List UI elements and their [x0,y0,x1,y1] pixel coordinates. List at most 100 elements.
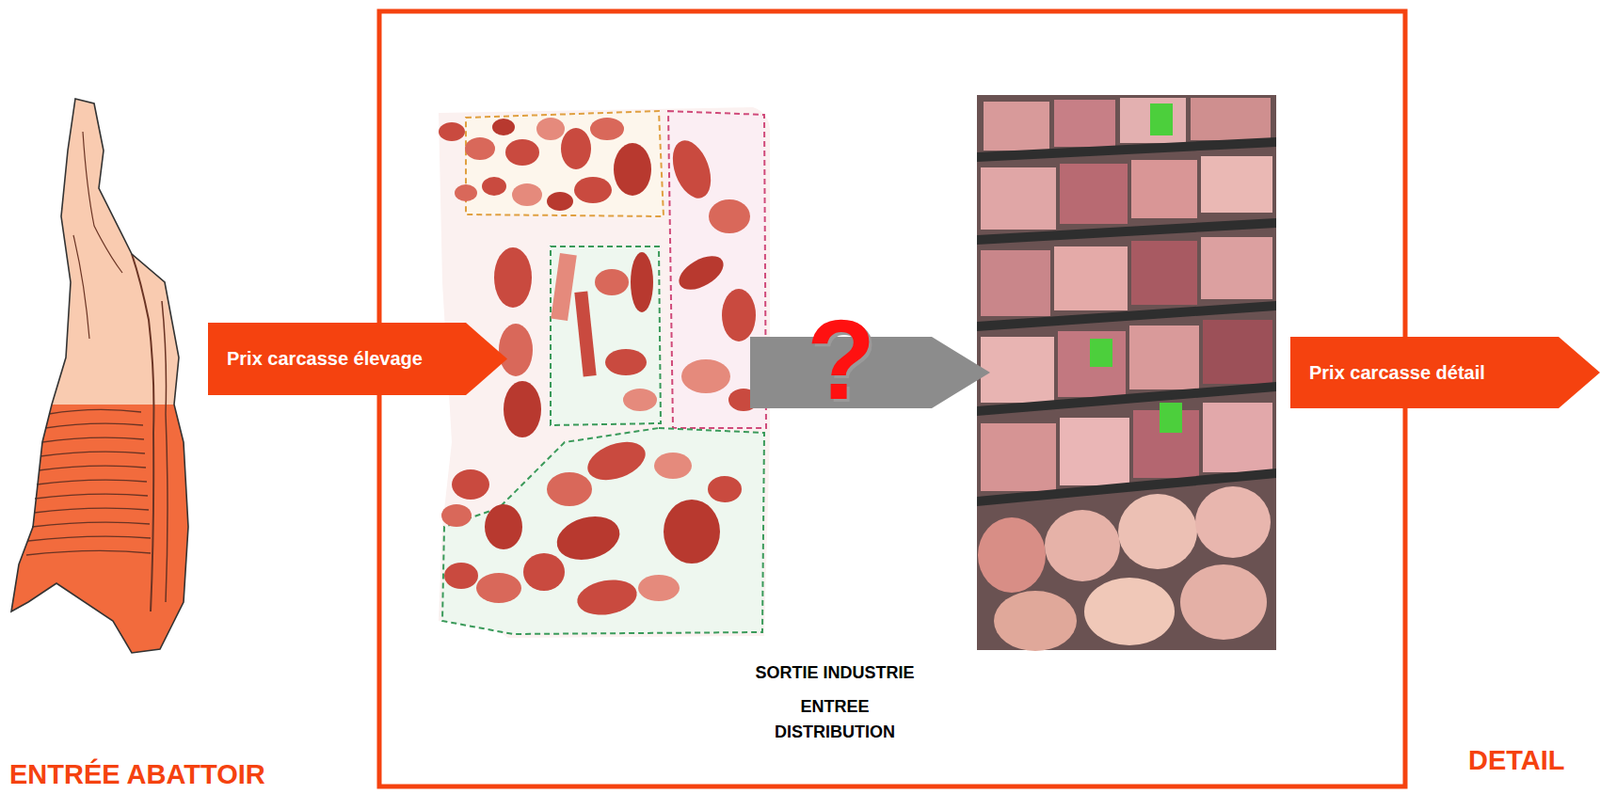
meat-cut [546,472,592,507]
meat-cut [536,117,565,141]
meat-cut [438,122,465,142]
carcass-upper [11,98,189,654]
meat-cut [672,249,729,297]
meat-cut [476,573,522,604]
carcass-outline [11,98,189,654]
meat-package [1120,97,1186,144]
meat-cut [503,381,542,438]
arrow-shape-fill [1290,336,1600,409]
meat-cut [707,476,742,503]
meat-cut [654,452,692,480]
meat-package [1200,156,1273,213]
meat-cut [505,139,540,166]
meat-cut [574,291,596,378]
meat-cut [441,504,472,528]
spine [131,254,154,612]
meat-cut [550,253,577,321]
price-arrow: Prix carcasse détail [1290,336,1600,409]
meat-package [1190,97,1271,141]
price-tag [1150,103,1173,136]
meat-package [983,101,1050,151]
rib [48,409,142,415]
meat-cut [574,176,612,204]
meat-package [1054,246,1128,311]
rib [42,437,144,443]
question-arrow: ? [750,336,991,409]
meat-cut [451,469,490,500]
rib [38,465,146,471]
arrow-shape-fill [208,322,508,396]
rib [32,522,150,528]
meat-cut [665,135,719,204]
meat-cut [498,323,533,377]
price-tag [1159,402,1183,433]
carcass-illustration [11,98,189,654]
meat-cut [708,199,751,234]
stage-label: ENTREE DISTRIBUTION [759,694,911,746]
meat-cut [613,143,652,196]
photo-background [976,95,1277,651]
rib [26,550,151,556]
rib [36,480,147,485]
meat-cut [582,434,651,488]
question-mark: ? [806,303,876,416]
meat-roast [977,517,1046,593]
meat-roast [1195,486,1271,559]
meat-package [1059,163,1128,224]
stage-label: DETAIL [1468,744,1600,777]
price-tag [1089,338,1113,368]
meat-cut [546,192,574,211]
meat-package [980,250,1051,317]
stage-label: ENTRÉE ABATTOIR [9,758,330,791]
meat-roast [1084,577,1175,646]
meat-package [1202,320,1273,384]
meat-roast [1044,510,1120,582]
meat-cut [481,176,507,196]
meat-cut [560,128,592,170]
meat-package [1131,160,1198,219]
meat-roast [993,591,1077,652]
rib [40,451,145,457]
supermarket-photo [976,95,1277,652]
meat-cut [663,499,720,564]
meat-roast [1118,494,1198,570]
meat-package [1129,325,1200,390]
meat-cut [512,183,543,207]
cut-region [465,111,664,217]
meat-package [1059,417,1130,486]
rib [33,508,149,513]
carcass-lower [11,404,189,654]
meat-cut [444,562,479,590]
meat-cut [721,288,756,342]
meat-cut [494,247,532,308]
meat-cut [574,576,640,621]
meat-cut [523,553,565,592]
muscle-line [73,235,90,339]
meat-package [980,423,1056,492]
arrow-label: Prix carcasse détail [1309,336,1486,409]
cut-region [550,246,661,426]
stage-label: SORTIE INDUSTRIE [712,661,958,685]
meat-cut [594,269,629,296]
meat-cut [590,117,624,141]
meat-cut [454,184,478,202]
meat-cut [551,510,624,567]
meat-cut [605,349,647,376]
meat-roast [1180,564,1267,640]
spine [161,301,168,603]
meat-cut [464,137,496,160]
price-arrow: Prix carcasse élevage [208,322,508,396]
meat-package [980,167,1056,230]
meat-cut [638,575,680,602]
meat-package [1057,331,1126,398]
meat-cut [681,359,731,394]
process-frame [379,11,1406,787]
rib [45,423,144,429]
meat-cut [492,118,515,136]
arrow-label: Prix carcasse élevage [226,322,423,396]
meat-package [1131,240,1198,305]
rib [28,536,151,542]
rib [34,494,148,499]
meat-package [980,336,1055,403]
